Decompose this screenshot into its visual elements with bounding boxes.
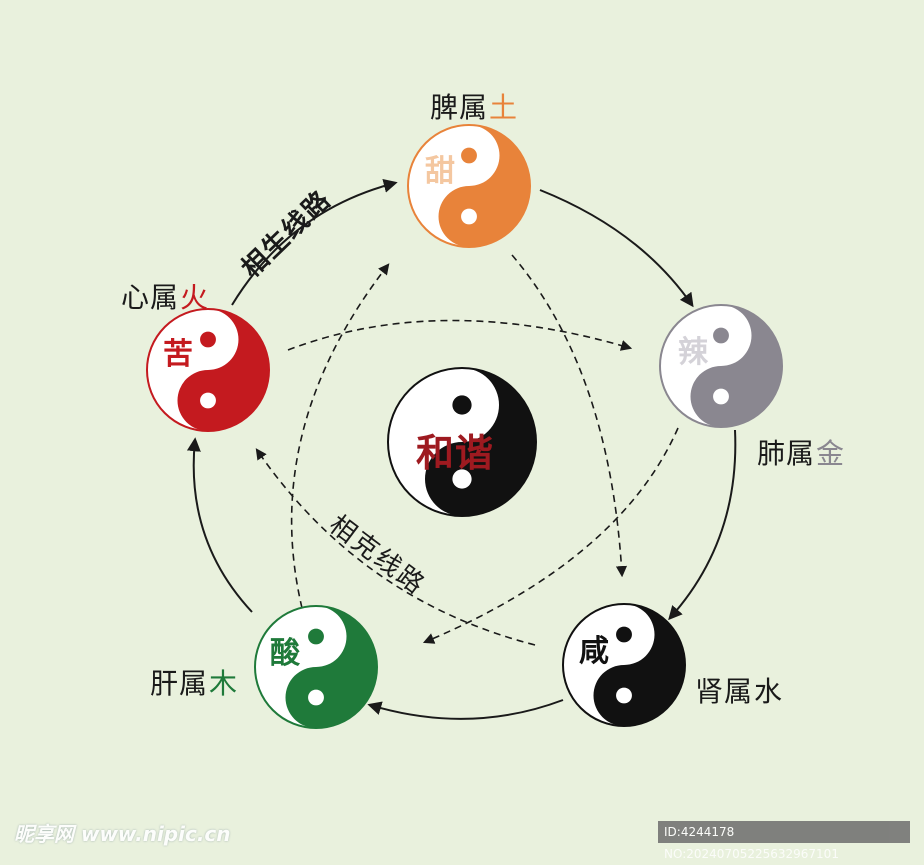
heart-taste: 苦 xyxy=(163,337,193,372)
center-yin-yang-icon xyxy=(387,367,537,517)
spleen-element: 土 xyxy=(489,91,519,124)
liver-yin-yang-icon xyxy=(254,605,378,729)
liver-element: 木 xyxy=(209,667,239,700)
kidney-taste: 咸 xyxy=(579,634,609,669)
watermark-right: ID:4244178 NO:20240705225632967101 xyxy=(658,821,910,861)
arrow-spleen-to-lung xyxy=(539,189,694,308)
lung-label: 肺属金 xyxy=(757,437,846,470)
arrow-lung-to-kidney xyxy=(668,429,737,621)
lung-yin-yang-icon xyxy=(659,304,783,428)
arrow-lung-to-liver xyxy=(422,427,679,644)
center-label: 和谐 xyxy=(416,431,495,475)
arrow-heart-to-spleen xyxy=(231,179,398,306)
arrow-spleen-to-kidney xyxy=(511,254,628,578)
liver-taste: 酸 xyxy=(270,636,300,671)
arrow-kidney-to-heart xyxy=(255,448,536,646)
watermark-left: 昵享网 www.nipic.cn xyxy=(14,822,231,846)
arrow-liver-to-spleen xyxy=(290,263,390,609)
spleen-label: 脾属土 xyxy=(430,91,519,124)
kidney-element: 水 xyxy=(754,675,784,708)
controlling-cycle xyxy=(255,254,679,646)
kidney-label: 肾属水 xyxy=(695,675,784,708)
arrow-heart-to-lung xyxy=(287,319,633,351)
generating-cycle xyxy=(186,179,737,720)
lung-taste: 辣 xyxy=(678,335,708,370)
spleen-taste: 甜 xyxy=(425,154,455,189)
liver-label: 肝属木 xyxy=(150,667,239,700)
kidney-yin-yang-icon xyxy=(562,603,686,727)
arrow-liver-to-heart xyxy=(186,437,253,613)
spleen-yin-yang-icon xyxy=(407,124,531,248)
heart-element: 火 xyxy=(180,281,210,314)
arrow-kidney-to-liver xyxy=(367,699,564,720)
heart-label: 心属火 xyxy=(121,281,210,314)
lung-element: 金 xyxy=(816,437,846,470)
heart-yin-yang-icon xyxy=(146,308,270,432)
